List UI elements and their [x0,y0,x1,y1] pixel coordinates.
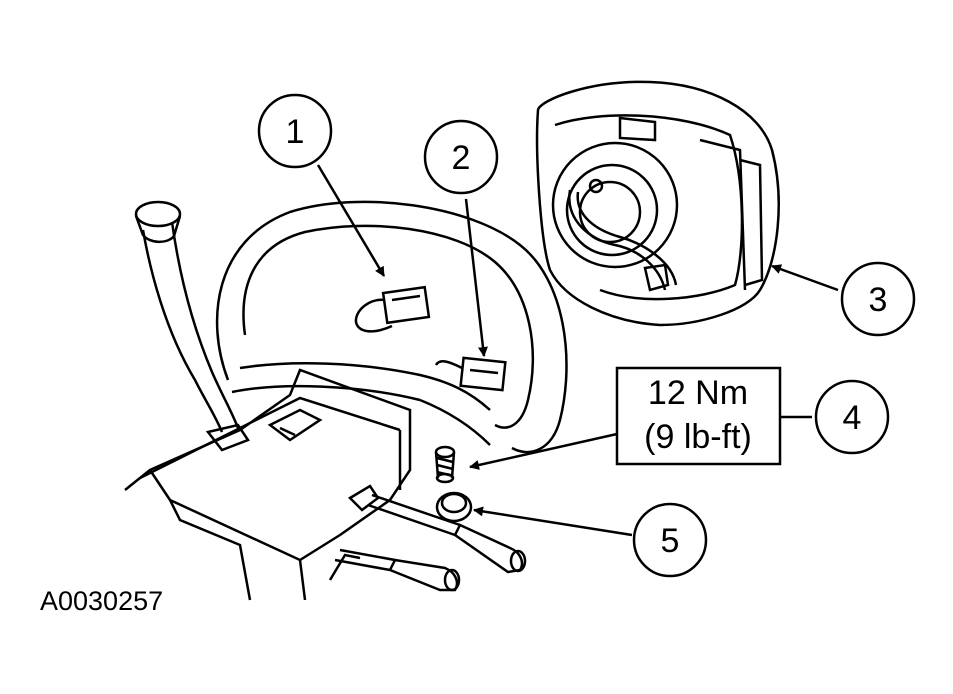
callout-label-4: 4 [843,399,862,437]
callout-label-2: 2 [452,139,471,177]
callout-label-1: 1 [286,113,305,151]
steering-wheel-hub [231,362,491,446]
callout-label-3: 3 [869,281,888,319]
leader-line-3 [771,264,839,292]
torque-spec-imperial: (9 lb-ft) [644,418,752,456]
callout-circle-1 [257,93,333,169]
callout-circle-5 [632,502,708,578]
steering-column [124,368,412,601]
callout-circle-3 [840,261,916,337]
leader-line-5 [473,506,633,537]
leader-line-4-box [469,432,618,470]
connector-1 [354,285,431,333]
connector-2 [434,356,507,392]
tools [334,484,527,592]
figure-code: A0030257 [40,586,164,616]
callout-label-5: 5 [661,522,680,560]
callout-circle-4 [814,379,890,455]
multifunction-stalk [134,200,250,452]
leader-lines [316,164,839,537]
torque-spec-metric: 12 Nm [648,374,748,412]
leader-line-1 [316,164,386,277]
torque-spec-box [615,366,782,466]
airbag-module [535,80,780,327]
module-bolt [434,445,456,484]
leader-line-2 [464,198,488,357]
cover-plug [435,491,473,523]
callout-circle-2 [423,119,499,195]
